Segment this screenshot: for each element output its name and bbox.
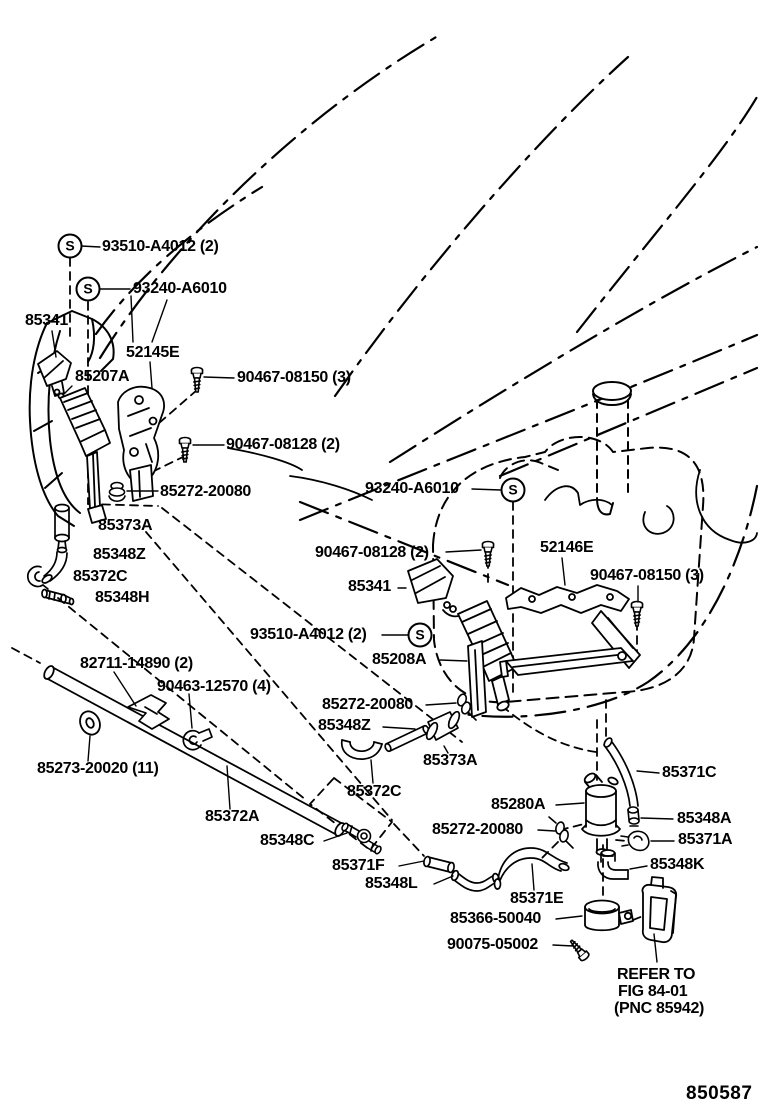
hose-85371c [603, 737, 639, 807]
part-label: 85272-20080 [160, 483, 252, 500]
part-label: 85372C [73, 568, 128, 585]
grommet-85272-left [108, 481, 126, 503]
elbow-85348k [597, 849, 629, 880]
part-label: 52146E [540, 539, 594, 556]
part-label: 93240-A6010 [133, 280, 227, 297]
part-label: 93240-A6010 [365, 480, 459, 497]
bracket-refer [641, 876, 678, 944]
part-label: 85372C [347, 783, 402, 800]
part-label: 90463-12570 (4) [157, 678, 271, 695]
tube-85372a [43, 665, 346, 837]
left-bracket-52145e [117, 385, 165, 502]
washer-tank [432, 436, 705, 704]
part-label: 85373A [98, 517, 153, 534]
part-label: 85371F [332, 857, 385, 874]
part-label: 85273-20020 (11) [37, 760, 159, 777]
pump-85280a [581, 772, 621, 856]
part-label: 85371A [678, 831, 733, 848]
clip-85272-mid [456, 693, 477, 721]
hose-85371e [493, 847, 570, 890]
left-washer-nozzle [37, 350, 72, 397]
construction-dashes [11, 257, 644, 921]
part-label: 85371E [510, 890, 564, 907]
left-washer-actuator [53, 387, 111, 524]
bolt-90467-08128-left [178, 436, 192, 463]
part-label: 90467-08150 (3) [237, 369, 351, 386]
hose-85373a-left [54, 503, 70, 554]
bolt-90467-08150-left [190, 366, 204, 393]
screw-symbol: S [500, 477, 526, 503]
part-label: 85341 [348, 578, 391, 595]
part-label: 85341 [25, 312, 68, 329]
figure-number: 850587 [686, 1083, 753, 1104]
bolt-90467-08150-right [630, 600, 644, 627]
screw-90075-05002 [569, 939, 590, 962]
refer-note-line-3: (PNC 85942) [614, 1000, 705, 1017]
filler-neck [592, 381, 632, 516]
hood-edge-strokes [227, 447, 758, 544]
hose-85348z-left [41, 551, 68, 584]
connector-85348a [627, 806, 640, 827]
screw-symbol: S [407, 622, 433, 648]
part-label: 85208A [372, 651, 427, 668]
part-label: 85348Z [93, 546, 146, 563]
grommet-85273 [79, 710, 101, 736]
elbow-85371a [620, 830, 650, 852]
elbow-85372c-mid [340, 739, 383, 760]
part-label: 85272-20080 [432, 821, 524, 838]
clamp-82711 [127, 694, 170, 730]
part-label: 85348K [650, 856, 705, 873]
part-label: 85371C [662, 764, 717, 781]
clip-85272-right [548, 816, 574, 849]
refer-note-line-1: REFER TO [617, 966, 696, 983]
part-label: 85372A [205, 808, 260, 825]
part-label: 85207A [75, 368, 130, 385]
part-label: 85366-50040 [450, 910, 542, 927]
part-label: 90467-08128 (2) [226, 436, 340, 453]
clip-90463 [182, 728, 213, 751]
screw-symbol: S [57, 233, 83, 259]
part-label: 90467-08150 (3) [590, 567, 704, 584]
elbow-85372c-left [26, 565, 49, 590]
part-label: 93510-A4012 (2) [102, 238, 219, 255]
part-label: 85272-20080 [322, 696, 414, 713]
connector-85348c [341, 822, 382, 855]
part-label: 82711-14890 (2) [80, 655, 193, 672]
part-label: 85348H [95, 589, 150, 606]
washer-tank-solid-lines [544, 485, 613, 506]
joint-85348h [41, 588, 75, 606]
part-label: 85348L [365, 875, 418, 892]
right-washer-nozzle [407, 558, 462, 618]
part-label: 85348A [677, 810, 732, 827]
hose-85348l [450, 869, 501, 892]
bolt-90467-08128-right [481, 540, 495, 567]
part-label: 85280A [491, 796, 546, 813]
part-label: 93510-A4012 (2) [250, 626, 367, 643]
hood-outline [94, 31, 759, 718]
part-label: 90075-05002 [447, 936, 539, 953]
hose-85373a-mid [425, 710, 461, 741]
motor-85366 [584, 899, 634, 932]
part-label: 52145E [126, 344, 180, 361]
part-label: 85348C [260, 832, 315, 849]
leader-lines [51, 245, 675, 963]
refer-note-line-2: FIG 84-01 [618, 983, 688, 1000]
part-label: 85348Z [318, 717, 371, 734]
tube-85371f [423, 855, 455, 874]
part-label: 90467-08128 (2) [315, 544, 429, 561]
screw-symbol: S [75, 276, 101, 302]
right-bracket-52146e [499, 584, 641, 678]
part-label: 85373A [423, 752, 478, 769]
